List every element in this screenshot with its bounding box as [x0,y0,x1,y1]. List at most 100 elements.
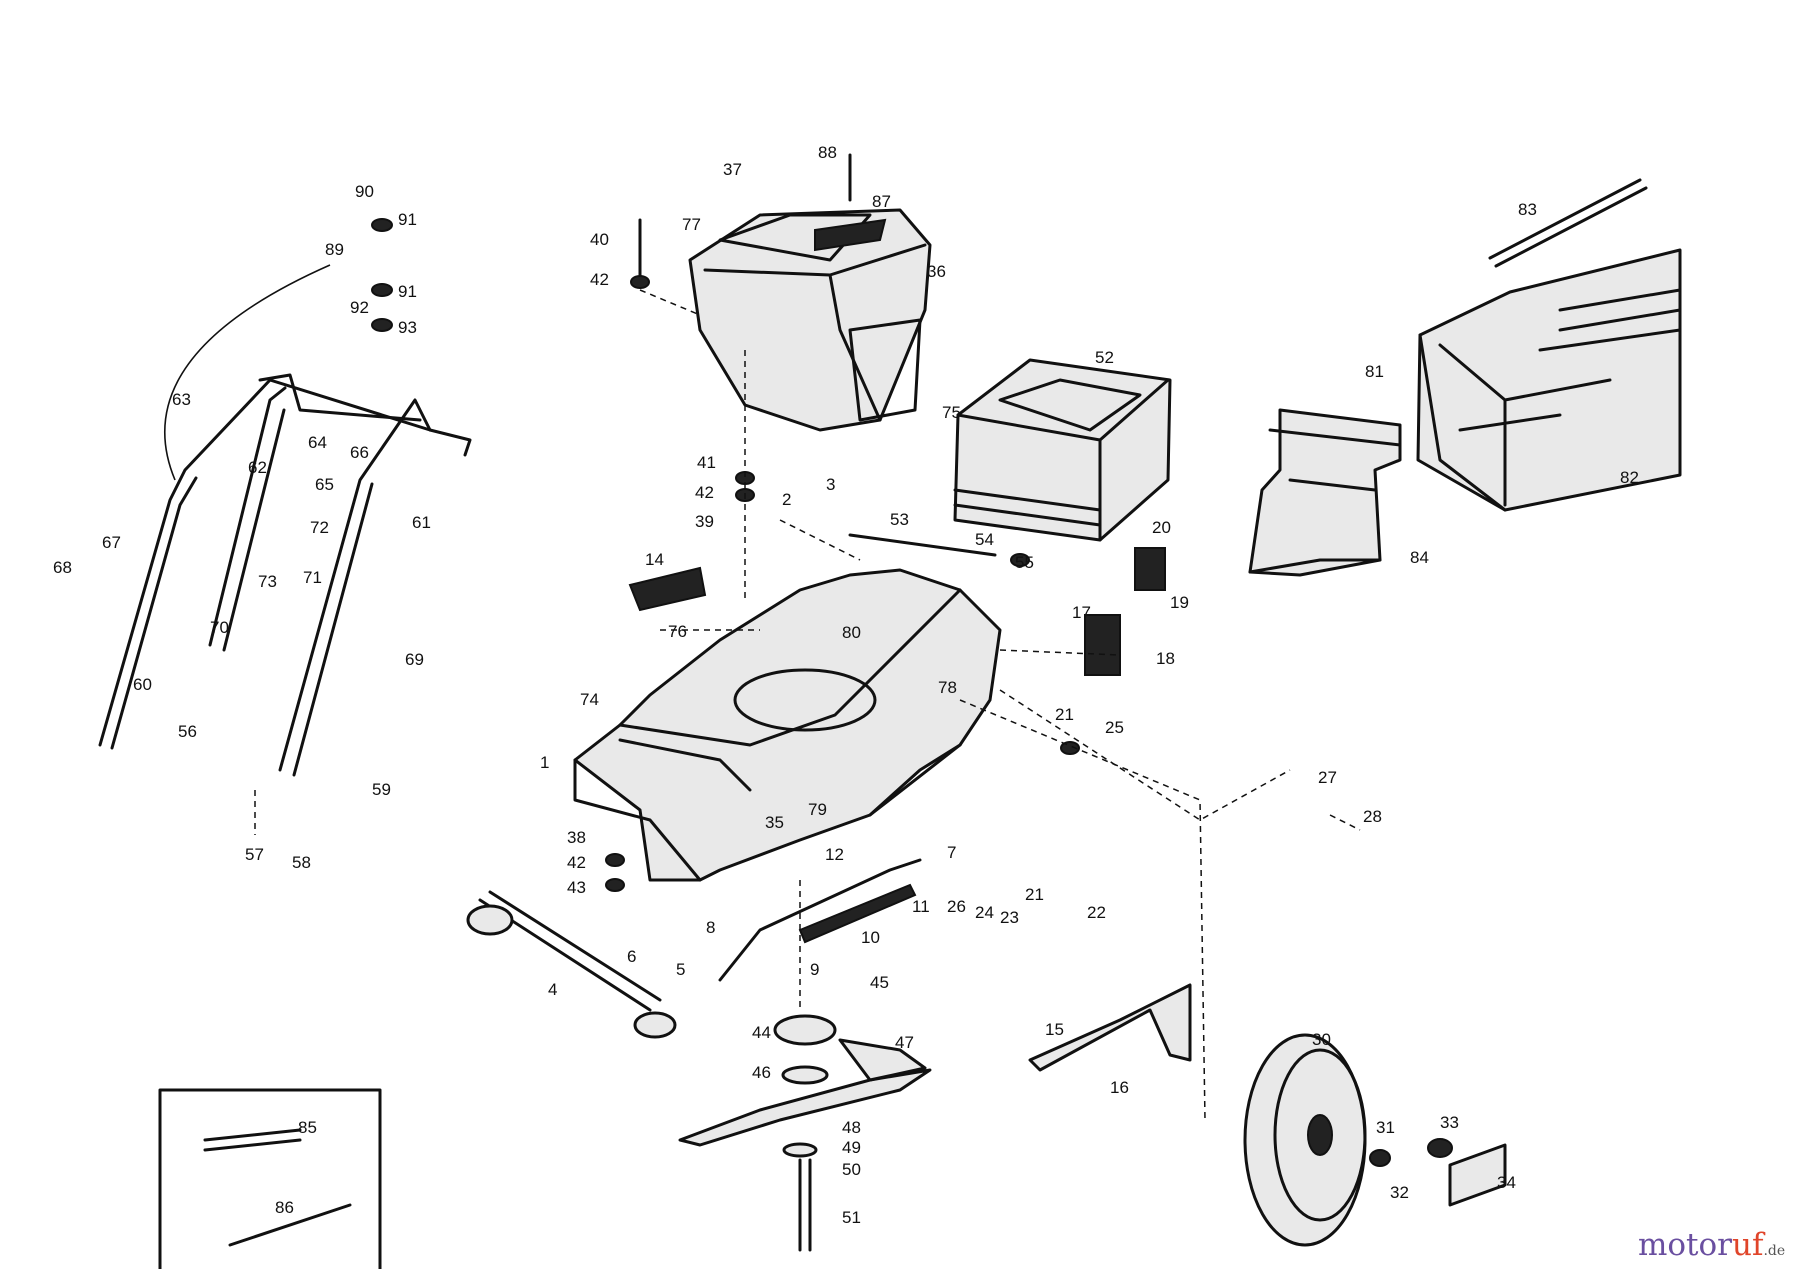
rear-wheel [1243,1033,1367,1247]
callout-44: 44 [752,1023,771,1042]
callout-32: 32 [1390,1183,1409,1202]
callout-31: 31 [1376,1118,1395,1137]
callout-91-upper: 91 [398,210,417,229]
callout-42-deck: 42 [567,853,586,872]
bag-adapter [1248,408,1402,577]
callout-10: 10 [861,928,880,947]
callout-40: 40 [590,230,609,249]
callout-84: 84 [1410,548,1429,567]
callout-37: 37 [723,160,742,179]
callout-9: 9 [810,960,819,979]
callout-33: 33 [1440,1113,1459,1132]
callout-51: 51 [842,1208,861,1227]
callout-45: 45 [870,973,889,992]
rear-cover [953,358,1172,542]
callout-92: 92 [350,298,369,317]
watermark-part1: motor [1638,1227,1732,1263]
callout-11: 11 [912,897,930,916]
callout-6: 6 [627,947,636,966]
callout-39: 39 [695,512,714,531]
height-lever [718,858,922,982]
callout-12: 12 [825,845,844,864]
callout-69: 69 [405,650,424,669]
watermark-part2: uf [1732,1227,1766,1263]
callout-labels: 1 2 3 4 5 6 7 8 9 10 11 12 14 15 16 17 1… [53,143,1639,1227]
callout-80: 80 [842,623,861,642]
callout-3: 3 [826,475,835,494]
callout-76: 76 [668,622,687,641]
watermark-suffix: .de [1763,1243,1785,1259]
callout-46: 46 [752,1063,771,1082]
callout-88: 88 [818,143,837,162]
cutting-blade [678,1014,932,1252]
leader-lines [254,289,1361,1121]
callout-5: 5 [676,960,685,979]
callout-62: 62 [248,458,267,477]
callout-21-lower: 21 [1025,885,1044,904]
callout-60: 60 [133,675,152,694]
callout-34: 34 [1497,1173,1516,1192]
callout-83: 83 [1518,200,1537,219]
callout-86: 86 [275,1198,294,1217]
callout-89: 89 [325,240,344,259]
callout-19: 19 [1170,593,1189,612]
callout-67: 67 [102,533,121,552]
callout-71: 71 [303,568,322,587]
callout-28: 28 [1363,807,1382,826]
callout-68: 68 [53,558,72,577]
callout-54: 54 [975,530,994,549]
callout-27: 27 [1318,768,1337,787]
callout-78: 78 [938,678,957,697]
callout-61: 61 [412,513,431,532]
callout-87: 87 [872,192,891,211]
callout-81: 81 [1365,362,1384,381]
handle-assembly [98,264,472,777]
callout-25: 25 [1105,718,1124,737]
callout-24: 24 [975,903,994,922]
callout-22: 22 [1087,903,1106,922]
callout-64: 64 [308,433,327,452]
callout-93: 93 [398,318,417,337]
callout-23: 23 [1000,908,1019,927]
callout-42-shaft: 42 [695,483,714,502]
callout-4: 4 [548,980,557,999]
callout-75: 75 [942,403,961,422]
tools-box [158,1088,382,1269]
callout-48: 48 [842,1118,861,1137]
callout-17: 17 [1072,603,1091,622]
grass-catcher-bag [1416,248,1682,512]
callout-20: 20 [1152,518,1171,537]
callout-66: 66 [350,443,369,462]
callout-36: 36 [927,262,946,281]
bag-frame-rod [1488,178,1648,268]
callout-2: 2 [782,490,791,509]
callout-74: 74 [580,690,599,709]
callout-47: 47 [895,1033,914,1052]
callout-14: 14 [645,550,664,569]
mower-deck [573,568,1002,882]
callout-18: 18 [1156,649,1175,668]
callout-16: 16 [1110,1078,1129,1097]
callout-90: 90 [355,182,374,201]
callout-70: 70 [210,618,229,637]
callout-82: 82 [1620,468,1639,487]
callout-35: 35 [765,813,784,832]
callout-91-lower: 91 [398,282,417,301]
rear-axle-bracket [1028,983,1192,1072]
callout-57: 57 [245,845,264,864]
callout-58: 58 [292,853,311,872]
svg-text:motoruf.de: motoruf.de [1638,1227,1785,1263]
callout-56: 56 [178,722,197,741]
callout-30: 30 [1312,1030,1331,1049]
callout-43: 43 [567,878,586,897]
front-axle [466,890,677,1039]
callout-85: 85 [298,1118,317,1137]
callout-55: 55 [1015,553,1034,572]
callout-1: 1 [540,753,549,772]
callout-21-upper: 21 [1055,705,1074,724]
callout-72: 72 [310,518,329,537]
callout-42-engine: 42 [590,270,609,289]
motoruf-watermark: motoruf.de [1638,1227,1785,1263]
